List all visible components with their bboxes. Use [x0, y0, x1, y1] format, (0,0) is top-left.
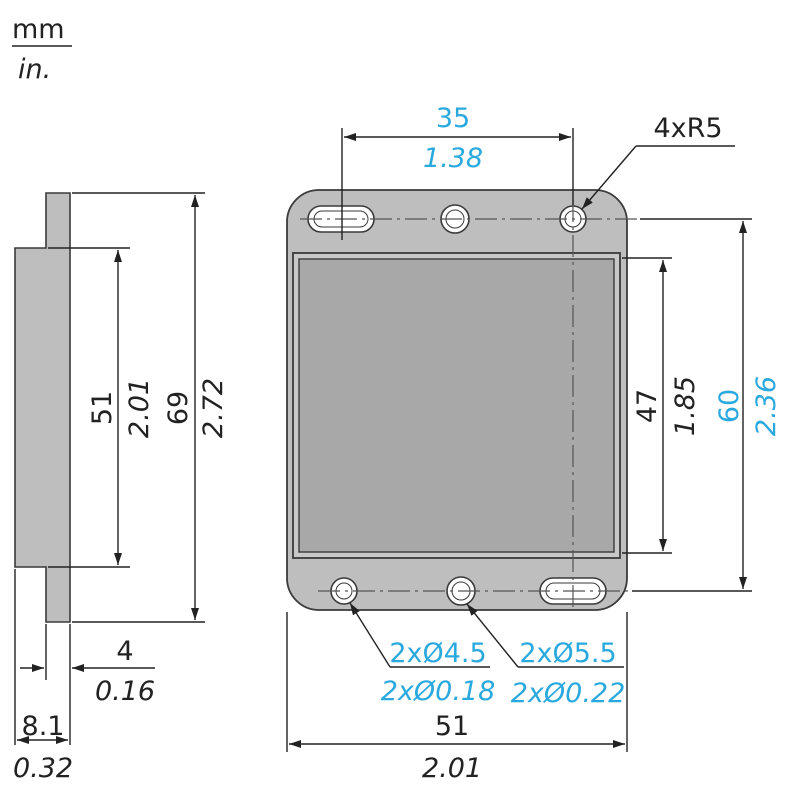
large-hole-diameter-in: 2xØ0.22 — [511, 678, 626, 709]
units-legend: mm in. — [12, 14, 72, 85]
corner-radius-label: 4xR5 — [653, 113, 722, 144]
large-hole-leader-line — [466, 603, 519, 668]
small-hole-diameter-in: 2xØ0.18 — [381, 676, 496, 707]
hole-spacing-in: 1.38 — [423, 143, 483, 174]
side-depth-in: 0.32 — [13, 753, 73, 784]
side-flange-thickness-in: 0.16 — [95, 676, 155, 707]
front-view: 35 1.38 4xR5 47 1.85 60 2.36 2xØ4.5 2xØ0… — [286, 103, 782, 784]
hole-pitch-mm: 60 — [714, 389, 745, 423]
corner-radius-leader-line — [581, 145, 637, 210]
hole-spacing-mm: 35 — [436, 103, 470, 134]
window-height-mm: 47 — [632, 389, 663, 423]
small-hole-leader-line — [349, 602, 391, 668]
side-total-height-mm: 69 — [163, 391, 194, 425]
sensing-window — [298, 258, 615, 553]
side-flange-thickness-mm: 4 — [116, 636, 133, 667]
large-hole-diameter-mm: 2xØ5.5 — [519, 638, 616, 669]
total-width-mm: 51 — [435, 711, 469, 742]
side-total-height-in: 2.72 — [198, 378, 229, 438]
side-inner-height-mm: 51 — [87, 391, 118, 425]
side-inner-height-in: 2.01 — [124, 378, 155, 438]
small-hole-diameter-mm: 2xØ4.5 — [389, 638, 486, 669]
unit-mm-label: mm — [12, 14, 65, 45]
side-view-profile — [14, 192, 71, 623]
total-width-in: 2.01 — [422, 753, 482, 784]
window-height-in: 1.85 — [670, 376, 701, 436]
unit-inch-label: in. — [18, 54, 51, 85]
hole-pitch-in: 2.36 — [751, 376, 782, 436]
side-view: 51 2.01 69 2.72 4 0.16 8.1 0.32 — [13, 192, 229, 784]
side-depth-mm: 8.1 — [22, 711, 65, 742]
